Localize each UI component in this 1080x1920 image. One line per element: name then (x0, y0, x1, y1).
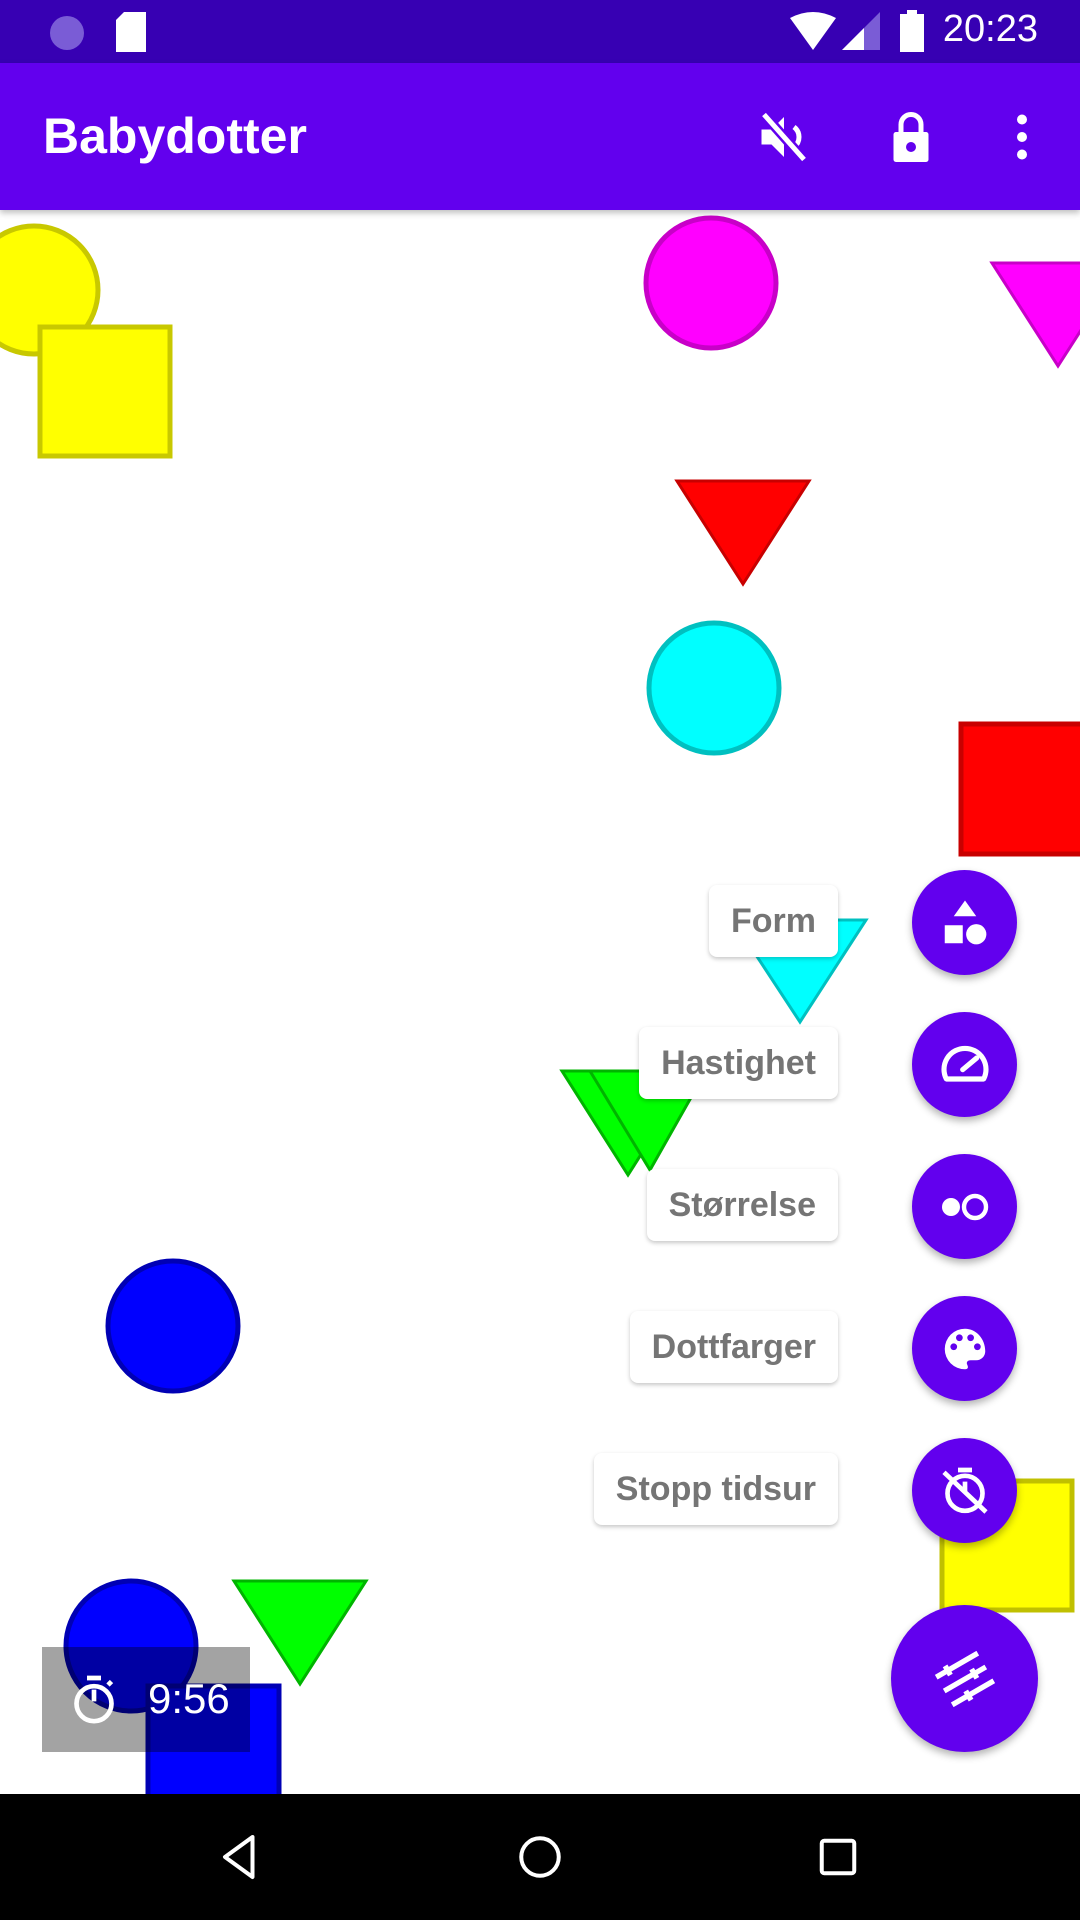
status-bar: 20:23 (0, 0, 1080, 63)
stop-timer-fab[interactable] (912, 1438, 1017, 1543)
blue-circle (105, 1258, 241, 1394)
app-bar: Babydotter (0, 63, 1080, 210)
home-icon[interactable] (510, 1827, 570, 1887)
stopwatch-icon (74, 1675, 114, 1724)
recents-icon[interactable] (808, 1827, 868, 1887)
green-triangle (231, 1579, 369, 1687)
cyan-circle (646, 620, 782, 756)
size-fab[interactable] (912, 1154, 1017, 1259)
sync-icon (50, 16, 84, 50)
yellow-circle (0, 223, 101, 357)
shape-fab[interactable] (912, 870, 1017, 975)
signal-icon (842, 12, 880, 50)
tune-icon (934, 1650, 995, 1707)
battery-icon (900, 10, 924, 52)
red-square (958, 721, 1080, 857)
more-options-icon[interactable] (992, 107, 1052, 167)
speed-dial-label-speed[interactable]: Hastighet (639, 1027, 838, 1099)
sd-card-icon (116, 12, 146, 52)
status-time: 20:23 (942, 8, 1038, 50)
magenta-triangle (989, 261, 1080, 369)
page-title: Babydotter (43, 108, 307, 164)
speed-dial-label-stop-timer[interactable]: Stopp tidsur (593, 1453, 838, 1525)
wifi-icon (790, 12, 836, 50)
mute-icon[interactable] (754, 107, 814, 167)
shapes-icon (944, 900, 986, 944)
red-triangle (674, 479, 812, 587)
colors-fab[interactable] (912, 1296, 1017, 1401)
drawing-canvas[interactable] (0, 210, 1080, 1794)
lock-icon[interactable] (881, 107, 941, 167)
size-icon (941, 1193, 988, 1220)
blue-square (145, 1683, 282, 1794)
speed-fab[interactable] (912, 1012, 1017, 1117)
navigation-bar (0, 1794, 1080, 1920)
palette-icon (944, 1328, 985, 1369)
speed-dial-label-size[interactable]: Størrelse (646, 1169, 838, 1241)
timer-overlay: 9:56 (42, 1647, 250, 1752)
magenta-circle (643, 215, 779, 351)
timer-value: 9:56 (148, 1675, 230, 1722)
speed-dial-label-colors[interactable]: Dottfarger (629, 1311, 838, 1383)
shapes-layer (0, 215, 1080, 1794)
speed-dial-label-form[interactable]: Form (709, 885, 838, 957)
back-icon[interactable] (210, 1827, 270, 1887)
yellow-square (37, 324, 173, 459)
speedometer-icon (940, 1045, 989, 1082)
settings-main-fab[interactable] (891, 1605, 1038, 1752)
timer-off-icon (941, 1467, 988, 1514)
